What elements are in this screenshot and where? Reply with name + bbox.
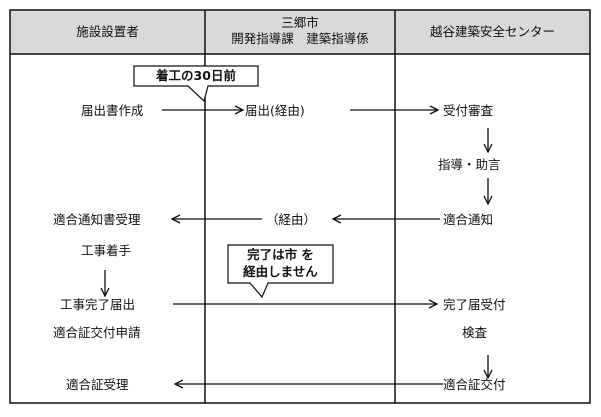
left-step-receive-certificate: 適合証受理 [66,377,129,392]
left-step-start-work: 工事着手 [81,243,132,258]
header-center: 越谷建築安全センター [429,24,555,39]
right-step-guidance: 指導・助言 [438,157,501,172]
header-owner: 施設設置者 [76,24,139,39]
left-step-certificate-request: 適合証交付申請 [53,325,141,340]
callout-note-text-line2: 経由しません [243,264,318,279]
right-step-issue-certificate: 適合証交付 [443,377,506,392]
table-frame [9,9,591,404]
callout-deadline-text: 着工の30日前 [156,68,236,83]
middle-step-forward-notice: 届出(経由) [245,103,305,118]
right-step-inspection: 検査 [462,325,488,340]
callout-note-bubble [227,244,334,299]
header-city-line2: 開発指導課 建築指導係 [231,31,369,46]
left-step-completion-notice: 工事完了届出 [60,297,136,312]
callout-note-text-line1: 完了は市 を [247,247,314,262]
header-city-line1: 三郷市 [281,15,319,30]
right-step-completion-received: 完了届受付 [443,297,506,312]
header-background [10,10,590,54]
left-step-receive-notice: 適合通知書受理 [53,212,141,227]
callout-deadline-bubble [133,65,259,103]
right-step-review: 受付審査 [443,103,494,118]
right-step-compliance-notice: 適合通知 [443,212,494,227]
left-step-prepare-notice: 届出書作成 [81,103,144,118]
middle-step-forward-result: （経由） [266,212,317,227]
